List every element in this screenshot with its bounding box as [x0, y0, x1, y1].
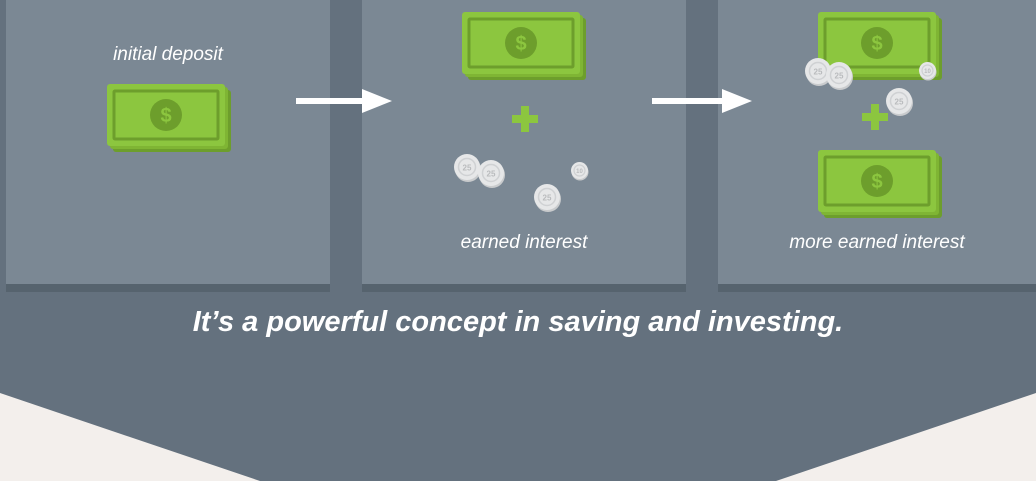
label-more-earned-interest: more earned interest [789, 232, 965, 253]
panel-shadow [718, 284, 1036, 292]
coin-icon [826, 62, 854, 91]
cash-stack-icon [462, 12, 588, 82]
label-earned-interest: earned interest [460, 232, 588, 253]
plus-icon [862, 104, 888, 130]
panel-shadow [6, 284, 330, 292]
right-arrow-icon [652, 89, 752, 113]
coin-icon [886, 88, 914, 117]
label-initial-deposit: initial deposit [113, 44, 223, 65]
coin-icon [571, 162, 590, 182]
coin-icon [478, 160, 506, 189]
cash-stack-icon [818, 150, 944, 220]
coin-icon [919, 62, 938, 82]
coin-icon [534, 184, 562, 213]
cash-stack-icon [107, 84, 233, 154]
tagline: It’s a powerful concept in saving and in… [192, 306, 844, 338]
plus-icon [512, 106, 538, 132]
panel-shadow [362, 284, 686, 292]
right-arrow-icon [296, 89, 392, 113]
